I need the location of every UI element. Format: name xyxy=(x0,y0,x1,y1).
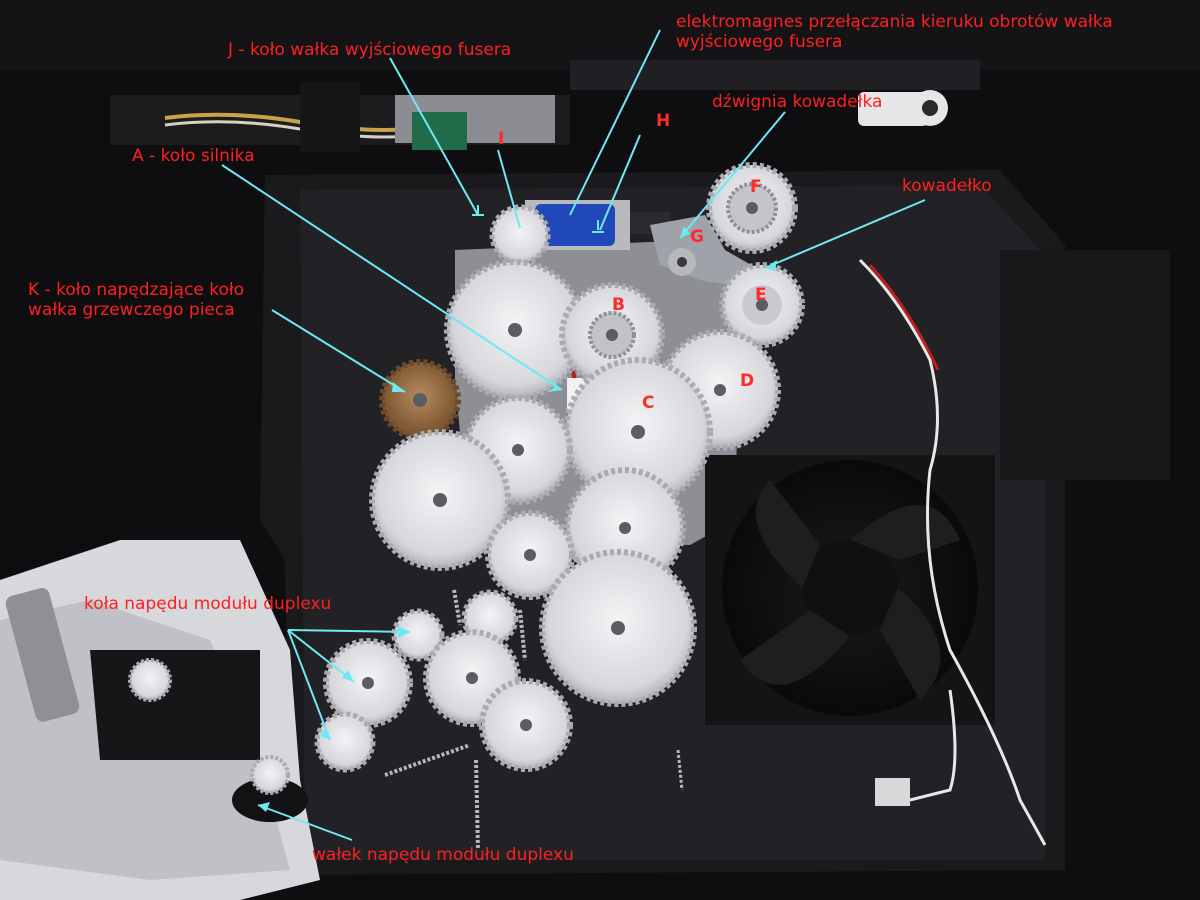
duplex-roller xyxy=(232,778,308,822)
duplex-gear-1 xyxy=(391,608,445,662)
label-anvil: kowadełko xyxy=(902,176,992,196)
spring xyxy=(384,743,471,777)
duplex-roller-area xyxy=(90,650,260,760)
letter-c: C xyxy=(642,393,655,413)
label-duplex-roller: wałek napędu modułu duplexu xyxy=(312,845,574,865)
gear-j xyxy=(489,204,551,266)
letter-h: H xyxy=(656,111,671,131)
letter-i: I xyxy=(498,129,505,149)
letter-e: E xyxy=(755,285,767,305)
label-duplex-wheels: koła napędu modułu duplexu xyxy=(84,594,332,614)
letter-b: B xyxy=(612,295,625,315)
duplex-gear-3 xyxy=(314,711,376,773)
letter-d: D xyxy=(740,371,755,391)
label-anvil-lever: dźwignia kowadełka xyxy=(712,92,883,112)
label-gear-k: K - koło napędzające koło wałka grzewcze… xyxy=(28,280,245,320)
sensor-board xyxy=(412,112,467,150)
annotation-arrows xyxy=(221,29,926,841)
label-gear-a: A - koło silnika xyxy=(132,146,255,166)
letter-f: F xyxy=(750,177,762,197)
label-gear-j: J - koło wałka wyjściowego fusera xyxy=(228,40,512,60)
solenoid-coil xyxy=(535,204,615,246)
white-bushing xyxy=(858,92,928,126)
right-wires xyxy=(858,258,1047,846)
top-wires xyxy=(164,112,421,132)
label-solenoid: elektromagnes przełączania kieruku obrot… xyxy=(676,12,1113,52)
letter-g: G xyxy=(690,227,704,247)
gear-train xyxy=(128,162,805,795)
top-shadow xyxy=(0,0,1200,70)
